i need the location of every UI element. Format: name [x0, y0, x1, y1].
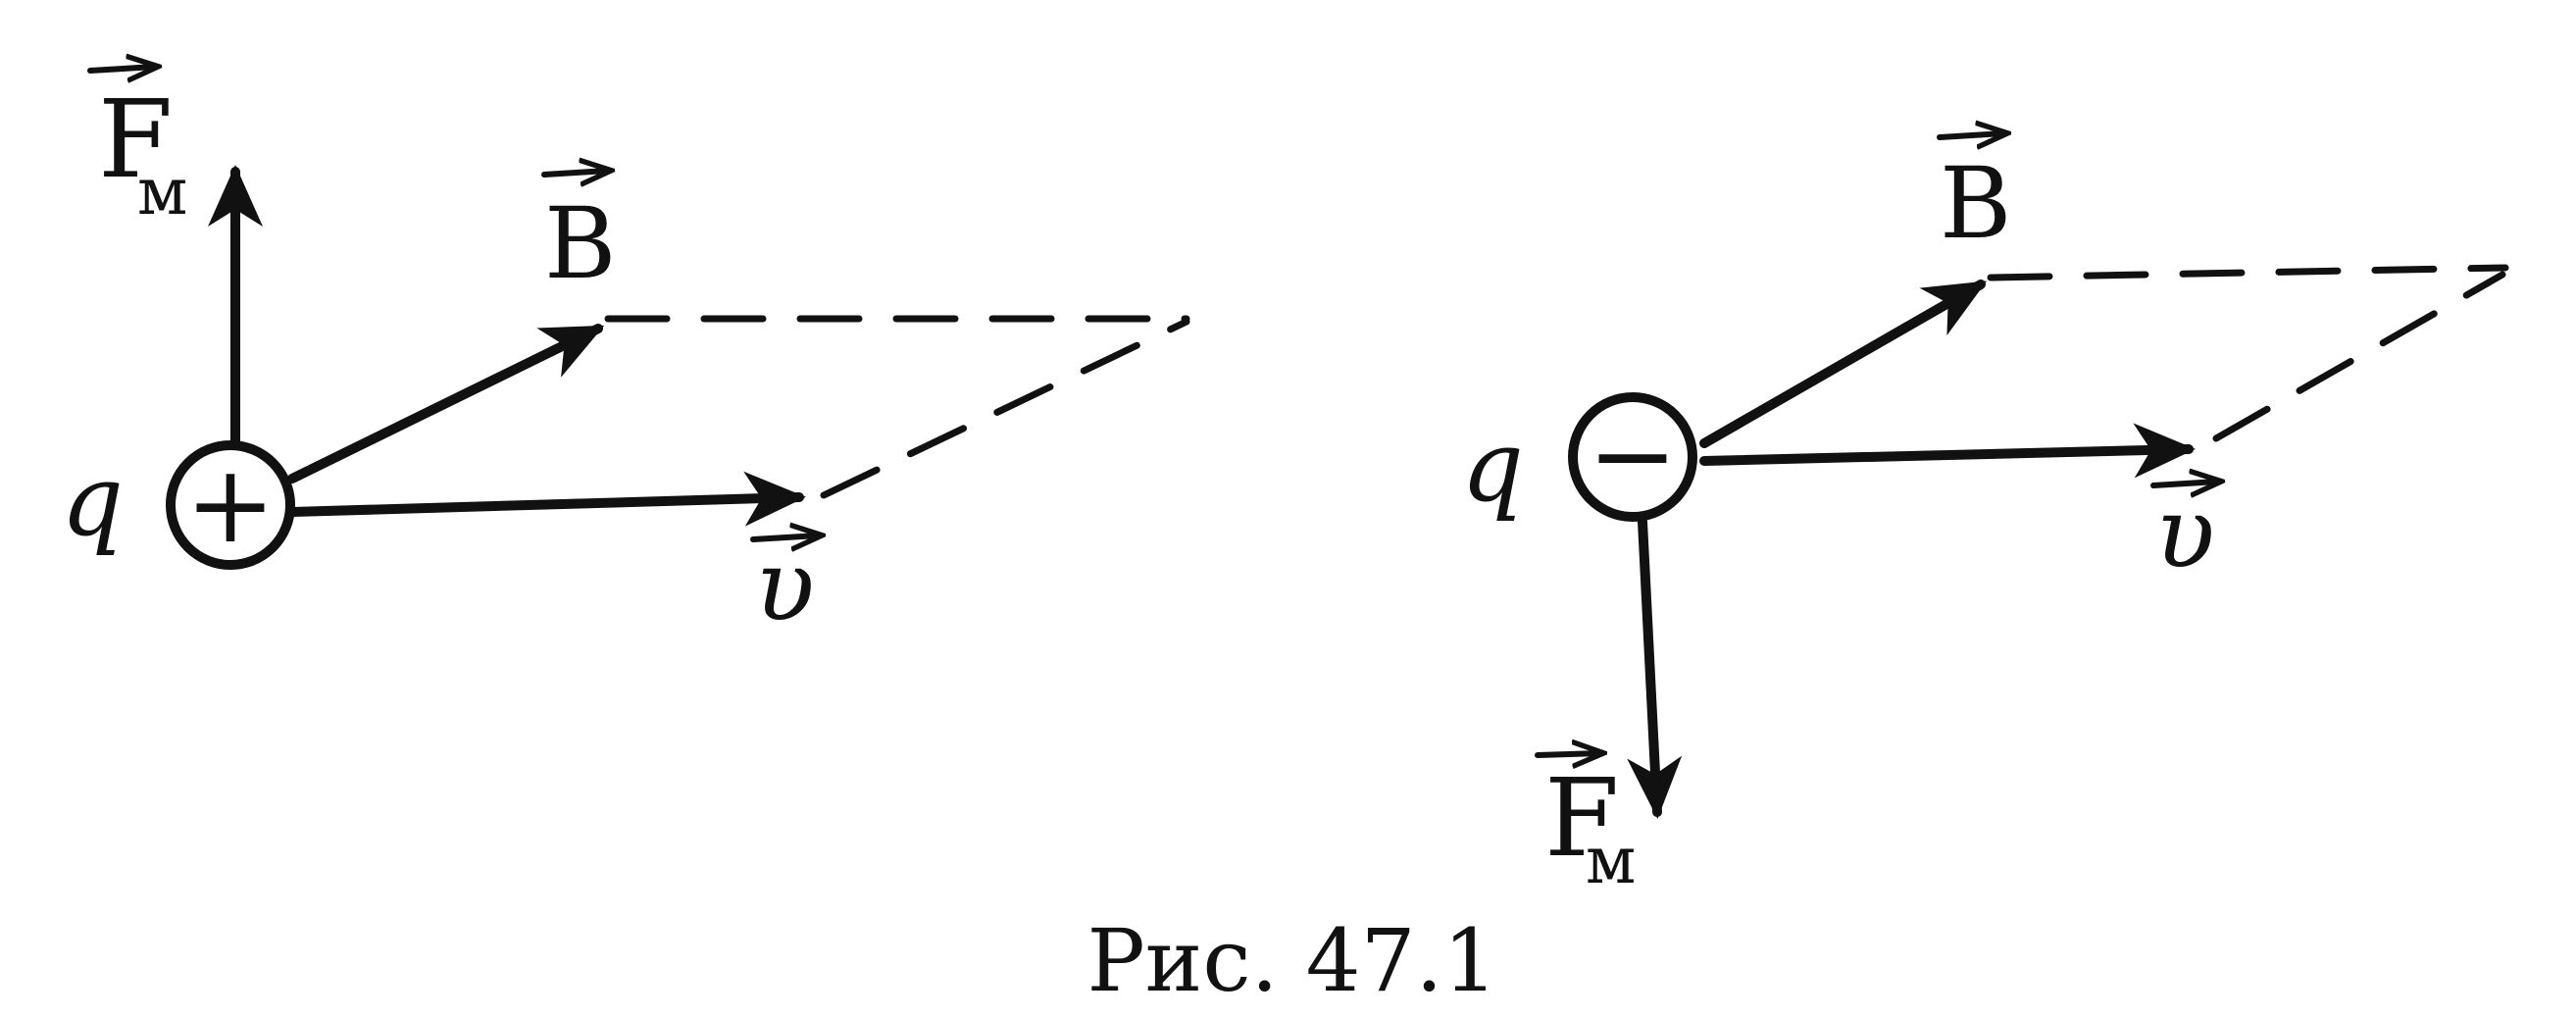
right-force-subscript: м — [1586, 823, 1636, 898]
figure-caption: Рис. 47.1 — [1086, 910, 1497, 1011]
right-charge-circle — [1568, 392, 1697, 522]
right-velocity-letter: υ — [2155, 476, 2215, 590]
left-dashed-v-extension — [820, 318, 1190, 499]
right-dashed-v-extension — [2212, 271, 2506, 442]
left-field-letter: B — [544, 186, 617, 301]
right-force-arrow — [1627, 517, 1683, 819]
left-field-vector-bar-icon — [541, 171, 608, 175]
right-force-vector-bar-icon — [1535, 753, 1600, 755]
right-diagram: − q F м B υ — [1461, 133, 2509, 898]
right-field-arrow — [1699, 280, 1988, 448]
right-field-label: B — [1937, 133, 2012, 261]
left-charge-circle — [166, 440, 295, 570]
right-field-letter: B — [1940, 146, 2012, 261]
right-field-vector-bar-icon — [1937, 133, 2004, 137]
left-charge-label: q — [61, 443, 124, 558]
left-charge-sign: + — [185, 441, 276, 567]
left-velocity-letter: υ — [755, 529, 815, 643]
left-velocity-vector-bar-icon — [750, 535, 819, 539]
right-velocity-arrow — [1699, 423, 2196, 479]
left-field-arrow — [287, 324, 605, 484]
left-field-label: B — [541, 171, 617, 301]
left-velocity-arrow — [287, 471, 806, 527]
right-dashed-b-extension — [1987, 264, 2509, 281]
right-force-letter: F — [1544, 755, 1619, 881]
left-diagram: + q F м B υ — [61, 67, 1190, 643]
right-velocity-vector-bar-icon — [2150, 482, 2218, 485]
left-force-vector-bar-icon — [87, 67, 155, 71]
left-force-subscript: м — [137, 154, 187, 229]
right-force-label: F м — [1535, 753, 1636, 898]
left-force-letter: F — [98, 76, 173, 202]
left-force-label: F м — [87, 67, 187, 229]
right-charge-sign: − — [1588, 392, 1678, 518]
right-velocity-label: υ — [2150, 476, 2218, 590]
right-charge-label: q — [1461, 409, 1524, 524]
left-velocity-label: υ — [750, 529, 819, 643]
